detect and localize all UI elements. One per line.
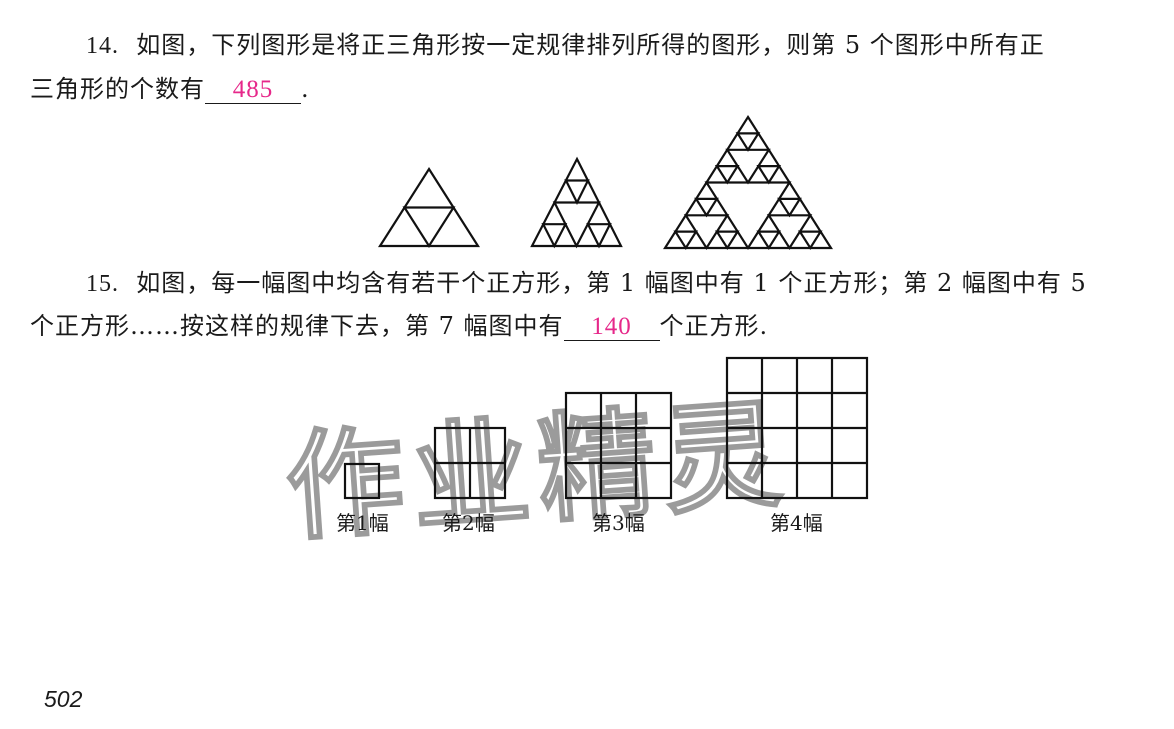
q15-text-line2: 个正方形……按这样的规律下去，第 7 幅图中有 xyxy=(30,312,564,340)
q15-answer: 140 xyxy=(591,313,632,340)
figure-label-4: 第4幅 xyxy=(770,511,823,535)
triangle-figure-3 xyxy=(663,114,833,251)
q14-text-line1: 如图，下列图形是将正三角形按一定规律排列所得的图形，则第 5 个图形中所有正 xyxy=(136,31,1045,59)
q14-line2: 三角形的个数有 485. xyxy=(30,74,310,104)
square-figure-2 xyxy=(433,426,507,500)
square-figure-3 xyxy=(564,391,673,500)
square-figure-4 xyxy=(725,356,869,500)
q15-line2: 个正方形……按这样的规律下去，第 7 幅图中有 140 个正方形. xyxy=(30,311,768,341)
q14-period: . xyxy=(301,75,310,103)
q14-triangle-figures xyxy=(377,114,833,251)
q15-text-suffix: 个正方形. xyxy=(659,312,769,340)
q15-text-line1: 如图，每一幅图中均含有若干个正方形，第 1 幅图中有 1 个正方形；第 2 幅图… xyxy=(136,269,1087,297)
q15-answer-blank: 140 xyxy=(563,313,660,341)
q15-line1: 15. 如图，每一幅图中均含有若干个正方形，第 1 幅图中有 1 个正方形；第 … xyxy=(86,268,1087,299)
figure-label-2: 第2幅 xyxy=(442,511,495,535)
q14-text-line2: 三角形的个数有 xyxy=(30,75,205,103)
q14-answer: 485 xyxy=(232,76,274,103)
page-number: 502 xyxy=(44,686,83,712)
figure-label-1: 第1幅 xyxy=(336,511,389,535)
square-figure-1 xyxy=(343,462,381,500)
q14-line1: 14. 如图，下列图形是将正三角形按一定规律排列所得的图形，则第 5 个图形中所… xyxy=(86,30,1045,61)
figure-label-3: 第3幅 xyxy=(592,511,645,535)
q15-number: 15. xyxy=(86,271,119,297)
triangle-figure-1 xyxy=(377,166,481,249)
q15-square-figures xyxy=(343,356,869,500)
q14-number: 14. xyxy=(86,33,119,59)
q14-answer-blank: 485 xyxy=(205,76,301,104)
triangle-figure-2 xyxy=(530,156,623,249)
